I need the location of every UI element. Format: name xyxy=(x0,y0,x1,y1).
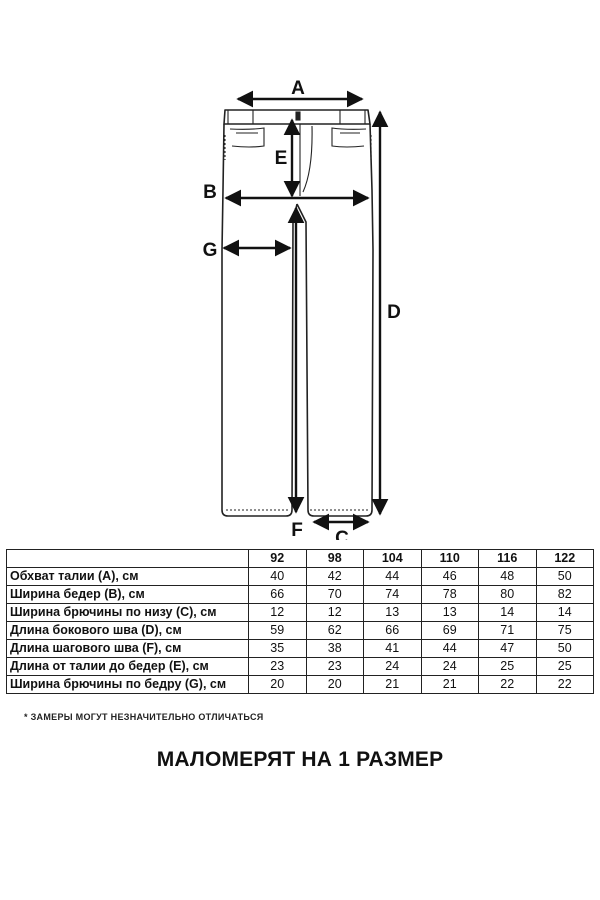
measurement-value: 23 xyxy=(248,657,307,676)
measurement-value: 71 xyxy=(478,621,537,640)
measurement-value: 20 xyxy=(305,675,364,694)
measurement-value: 69 xyxy=(420,621,479,640)
measurement-value: 82 xyxy=(535,585,594,604)
pants-outline xyxy=(221,109,374,517)
measurement-value: 70 xyxy=(305,585,364,604)
measurement-value: 25 xyxy=(478,657,537,676)
measurement-label: Ширина бедер (B), см xyxy=(6,585,249,604)
measurement-value: 66 xyxy=(363,621,422,640)
size-header: 92 xyxy=(248,549,307,568)
measurement-value: 20 xyxy=(248,675,307,694)
measurement-value: 12 xyxy=(248,603,307,622)
measurement-value: 21 xyxy=(420,675,479,694)
size-header: 110 xyxy=(420,549,479,568)
measurement-value: 24 xyxy=(420,657,479,676)
label-c: C xyxy=(335,528,349,540)
measurement-value: 66 xyxy=(248,585,307,604)
measurement-value: 40 xyxy=(248,567,307,586)
measurement-value: 44 xyxy=(420,639,479,658)
measurement-value: 12 xyxy=(305,603,364,622)
measurement-value: 59 xyxy=(248,621,307,640)
measurement-value: 38 xyxy=(305,639,364,658)
measurement-value: 78 xyxy=(420,585,479,604)
measurement-label: Длина бокового шва (D), см xyxy=(6,621,249,640)
footnote: * ЗАМЕРЫ МОГУТ НЕЗНАЧИТЕЛЬНО ОТЛИЧАТЬСЯ xyxy=(24,712,264,722)
size-header: 122 xyxy=(535,549,594,568)
measurement-label: Ширина брючины по низу (C), см xyxy=(6,603,249,622)
measurement-label: Длина от талии до бедер (E), см xyxy=(6,657,249,676)
size-header: 98 xyxy=(305,549,364,568)
fit-note: МАЛОМЕРЯТ НА 1 РАЗМЕР xyxy=(156,748,444,771)
label-g: G xyxy=(203,240,218,261)
measurement-value: 13 xyxy=(420,603,479,622)
measurement-value: 74 xyxy=(363,585,422,604)
size-header: 116 xyxy=(478,549,537,568)
measurement-value: 41 xyxy=(363,639,422,658)
measurement-label: Обхват талии (A), см xyxy=(6,567,249,586)
measurement-arrows xyxy=(222,90,389,531)
measurement-value: 62 xyxy=(305,621,364,640)
measurement-value: 14 xyxy=(478,603,537,622)
measurement-value: 13 xyxy=(363,603,422,622)
measurement-value: 50 xyxy=(535,567,594,586)
measurement-value: 24 xyxy=(363,657,422,676)
measurement-value: 75 xyxy=(535,621,594,640)
measurement-value: 22 xyxy=(478,675,537,694)
pants-details xyxy=(224,110,372,511)
measurement-value: 80 xyxy=(478,585,537,604)
measurement-value: 48 xyxy=(478,567,537,586)
label-d: D xyxy=(387,302,401,323)
measurement-value: 42 xyxy=(305,567,364,586)
size-chart-table: 92 98 104 110 116 122 Обхват талии (A), … xyxy=(6,549,594,694)
measurement-value: 22 xyxy=(535,675,594,694)
measurement-value: 25 xyxy=(535,657,594,676)
measurement-value: 47 xyxy=(478,639,537,658)
measurement-value: 14 xyxy=(535,603,594,622)
size-header: 104 xyxy=(363,549,422,568)
label-e: E xyxy=(275,148,288,169)
measurement-label: Ширина брючины по бедру (G), см xyxy=(6,675,249,694)
label-a: A xyxy=(291,78,305,99)
measurement-value: 44 xyxy=(363,567,422,586)
label-b: B xyxy=(203,182,217,203)
measurement-value: 21 xyxy=(363,675,422,694)
measurement-value: 46 xyxy=(420,567,479,586)
measurement-value: 23 xyxy=(305,657,364,676)
measurement-value: 50 xyxy=(535,639,594,658)
pants-measurement-diagram: A B C D E F G xyxy=(203,78,401,540)
measurement-value: 35 xyxy=(248,639,307,658)
size-header-row: 92 98 104 110 116 122 xyxy=(6,549,594,568)
header-blank-cell xyxy=(6,549,249,568)
label-f: F xyxy=(291,520,303,540)
measurement-label: Длина шагового шва (F), см xyxy=(6,639,249,658)
